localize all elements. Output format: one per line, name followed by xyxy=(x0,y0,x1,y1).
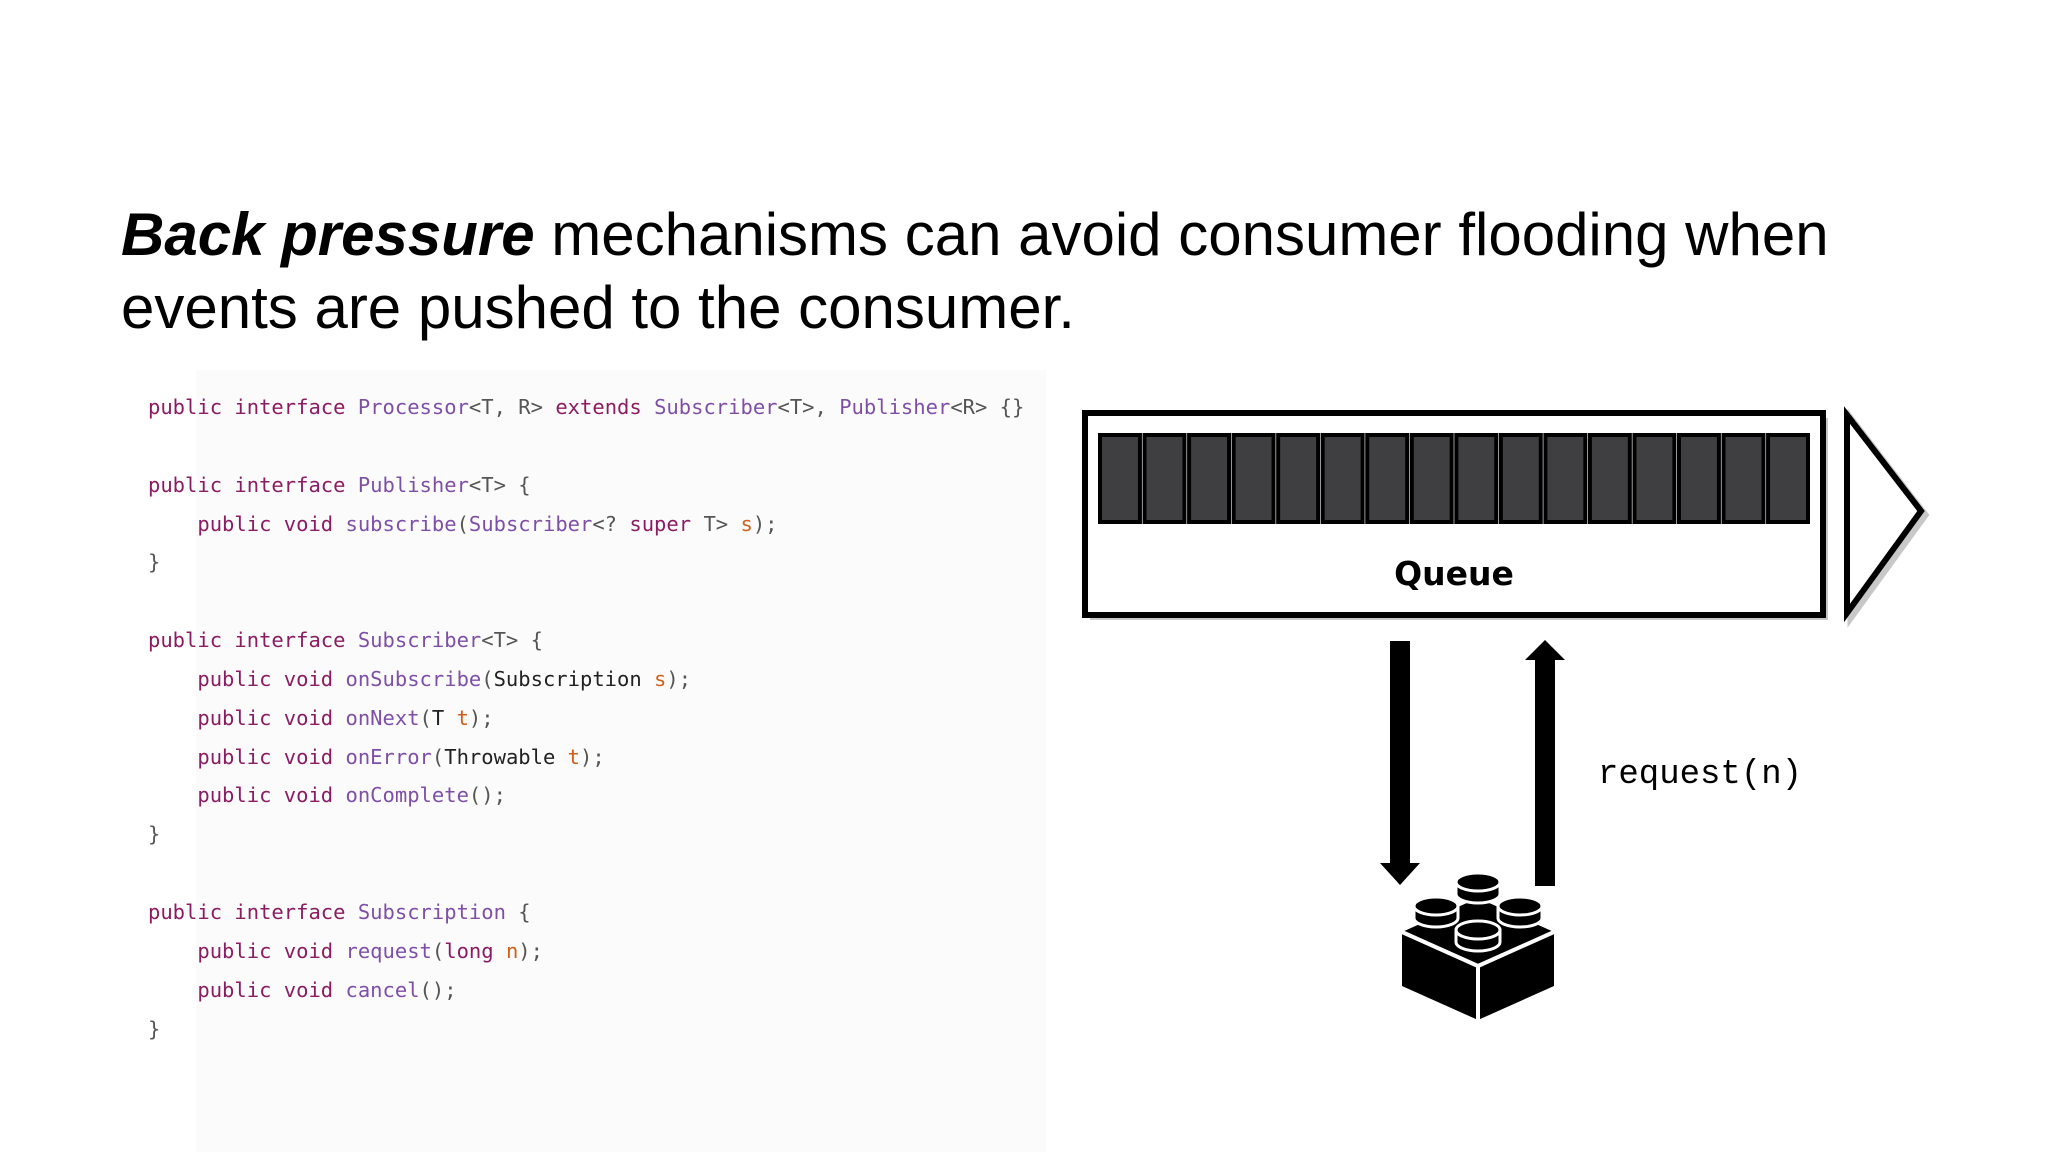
lego-stud xyxy=(1412,895,1460,929)
code-line: public void onSubscribe(Subscription s); xyxy=(197,666,692,691)
title-emphasis: Back pressure xyxy=(121,201,535,268)
code-block: public interface Processor<T, R> extends… xyxy=(148,388,1024,1048)
queue-slot xyxy=(1142,433,1187,524)
queue-slot xyxy=(1098,433,1142,524)
queue-slots xyxy=(1098,433,1811,524)
code-line: } xyxy=(148,550,161,575)
queue-slot xyxy=(1276,433,1321,524)
queue-slot xyxy=(1320,433,1365,524)
code-line: public void subscribe(Subscriber<? super… xyxy=(197,511,778,536)
lego-stud xyxy=(1496,895,1544,929)
code-line: public void onComplete(); xyxy=(197,783,506,808)
code-line: public void request(long n); xyxy=(197,938,543,963)
queue-slot xyxy=(1187,433,1232,524)
code-line: public void onError(Throwable t); xyxy=(197,744,605,769)
code-panel: public interface Processor<T, R> extends… xyxy=(126,370,1046,1152)
queue-slot xyxy=(1632,433,1677,524)
queue-slot xyxy=(1231,433,1276,524)
code-line: } xyxy=(148,1016,161,1041)
code-line: public void cancel(); xyxy=(197,977,457,1002)
queue-label: Queue xyxy=(1394,554,1514,593)
request-arrow-up-icon xyxy=(1525,640,1565,886)
lego-stud xyxy=(1454,919,1502,953)
request-label: request(n) xyxy=(1598,756,1802,794)
lego-brick-icon xyxy=(1401,871,1555,1020)
queue-slot xyxy=(1587,433,1632,524)
queue-slot xyxy=(1454,433,1499,524)
code-line: public interface Processor<T, R> extends… xyxy=(148,395,1025,419)
code-line: public void onNext(T t); xyxy=(197,705,494,730)
lego-stud xyxy=(1454,871,1502,905)
output-arrow-icon xyxy=(1844,406,1925,623)
code-line: } xyxy=(148,822,161,847)
slide-title: Back pressure mechanisms can avoid consu… xyxy=(121,198,1921,344)
title-rest: mechanisms can avoid consumer flooding w… xyxy=(121,201,1829,341)
push-arrow-down-icon xyxy=(1380,641,1420,885)
queue-slot xyxy=(1766,433,1811,524)
queue-slot xyxy=(1365,433,1410,524)
queue-slot xyxy=(1498,433,1543,524)
queue-slot xyxy=(1409,433,1454,524)
queue-slot xyxy=(1543,433,1588,524)
queue-slot xyxy=(1676,433,1721,524)
code-line: public interface Publisher<T> { xyxy=(148,472,531,497)
queue-slot xyxy=(1721,433,1766,524)
code-line: public interface Subscription { xyxy=(148,899,531,924)
code-line: public interface Subscriber<T> { xyxy=(148,628,543,653)
